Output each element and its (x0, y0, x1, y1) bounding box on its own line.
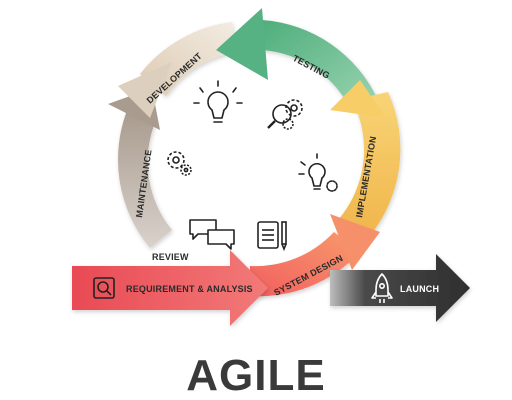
document-pen-icon (257, 221, 287, 252)
launch-arrow (330, 254, 470, 322)
development-arrowhead (118, 62, 172, 118)
rocket-icon (371, 273, 393, 303)
system-design-arrow (250, 232, 360, 297)
review-label: REVIEW (152, 252, 189, 262)
system-design-arrowhead (330, 214, 380, 270)
requirement-label: REQUIREMENT & ANALYSIS (126, 284, 253, 294)
gears-magnifier-icon (267, 99, 303, 130)
launch-label: LAUNCH (400, 284, 439, 294)
chat-bubbles-icon (189, 219, 235, 250)
implementation-arrowhead (330, 80, 386, 118)
implementation-arrow (338, 92, 401, 238)
testing-arrow (262, 20, 378, 108)
magnifier-doc-icon (93, 277, 115, 299)
maintenance-arrow (117, 108, 172, 248)
requirement-arrow (72, 250, 268, 326)
gear-icon (167, 151, 192, 176)
testing-arrowhead (216, 8, 268, 80)
lightbulb-gear-icon (298, 153, 338, 192)
lightbulb-icon (193, 80, 243, 123)
agile-title: AGILE (186, 351, 326, 400)
